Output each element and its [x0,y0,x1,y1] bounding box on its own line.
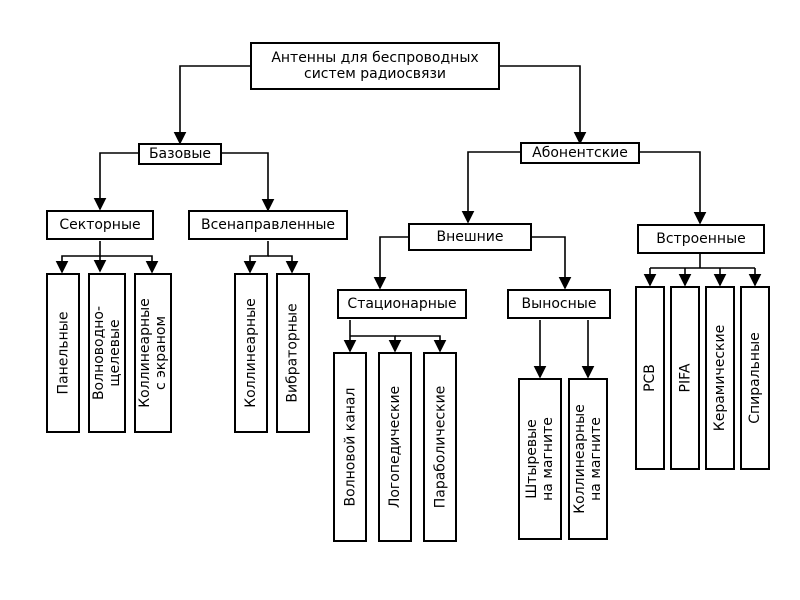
leaf-collinear: Коллинеарные [234,273,268,433]
node-stationary: Стационарные [337,289,467,319]
node-root-label: Антенны для беспроводных систем радиосвя… [271,50,479,82]
edge-base-sector [93,152,138,211]
edge-root-base [173,65,250,145]
leaf-collinear-label: Коллинеарные [243,298,259,408]
node-base-label: Базовые [148,146,212,162]
leaf-panel-label: Панельные [55,311,71,395]
edge-root-subscriber [500,65,587,145]
edge-base-omni [222,152,275,212]
leaf-collinear-screen-label: Коллинеарные с экраном [137,298,169,408]
leaf-log-periodic-label: Логопедические [387,385,403,509]
node-remote-label: Выносные [521,296,597,312]
edge-subscriber-external [461,151,520,224]
node-builtin-label: Встроенные [656,231,746,247]
leaf-pifa-label: PIFA [677,363,694,393]
node-stationary-label: Стационарные [347,296,457,312]
leaf-ceramic: Керамические [705,286,735,470]
leaf-panel: Панельные [46,273,80,433]
leaf-waveguide-slot-label: Волноводно- щелевые [91,305,124,401]
leaf-vibrator: Вибраторные [276,273,310,433]
node-subscriber-label: Абонентские [532,145,628,161]
node-external: Внешние [408,223,532,251]
leaf-ceramic-label: Керамические [712,324,728,432]
leaf-collinear-screen: Коллинеарные с экраном [134,273,172,433]
node-root: Антенны для беспроводных систем радиосвя… [250,42,500,90]
node-external-label: Внешние [436,229,504,245]
node-remote: Выносные [507,289,611,319]
leaf-parabolic-label: Параболические [432,385,449,509]
leaf-pifa: PIFA [670,286,700,470]
leaf-wave-channel-label: Волновой канал [342,387,359,507]
leaf-collinear-magnet: Коллинеарные на магните [568,378,608,540]
leaf-spiral-label: Спиральные [747,332,764,424]
leaf-whip-magnet-label: Штыревые на магните [524,417,557,501]
leaf-collinear-magnet-label: Коллинеарные на магните [572,404,604,514]
node-sector: Секторные [46,210,154,240]
leaf-pcb-label: PCB [642,364,659,392]
leaf-waveguide-slot: Волноводно- щелевые [88,273,126,433]
leaf-vibrator-label: Вибраторные [285,303,302,403]
leaf-parabolic: Параболические [423,352,457,542]
node-subscriber: Абонентские [520,142,640,164]
node-base: Базовые [138,143,222,165]
leaf-whip-magnet: Штыревые на магните [518,378,562,540]
node-omni: Всенаправленные [188,210,348,240]
leaf-wave-channel: Волновой канал [333,352,367,542]
node-builtin: Встроенные [637,224,765,254]
leaf-pcb: PCB [635,286,665,470]
node-sector-label: Секторные [59,217,141,233]
edge-subscriber-builtin [640,151,707,225]
node-omni-label: Всенаправленные [200,217,336,233]
leaf-spiral: Спиральные [740,286,770,470]
leaf-log-periodic: Логопедические [378,352,412,542]
